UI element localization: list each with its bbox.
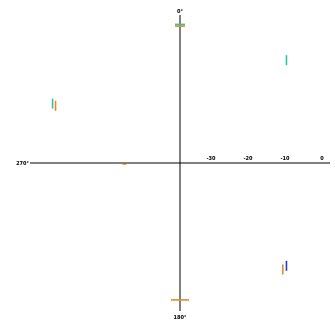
data-marks	[51, 23, 288, 301]
axes	[30, 15, 330, 311]
angular-tick-label: 180°	[174, 315, 187, 321]
radial-tick-label: -30	[206, 156, 216, 162]
radial-tick-label: -10	[280, 156, 290, 162]
radial-tick-label: -20	[243, 156, 253, 162]
tick-labels: -30 -20 -10 0 0° 180° 270°	[16, 9, 324, 321]
radial-tick-label: 0	[320, 156, 324, 162]
angular-tick-label: 270°	[16, 161, 29, 167]
angular-tick-label: 0°	[177, 9, 183, 15]
